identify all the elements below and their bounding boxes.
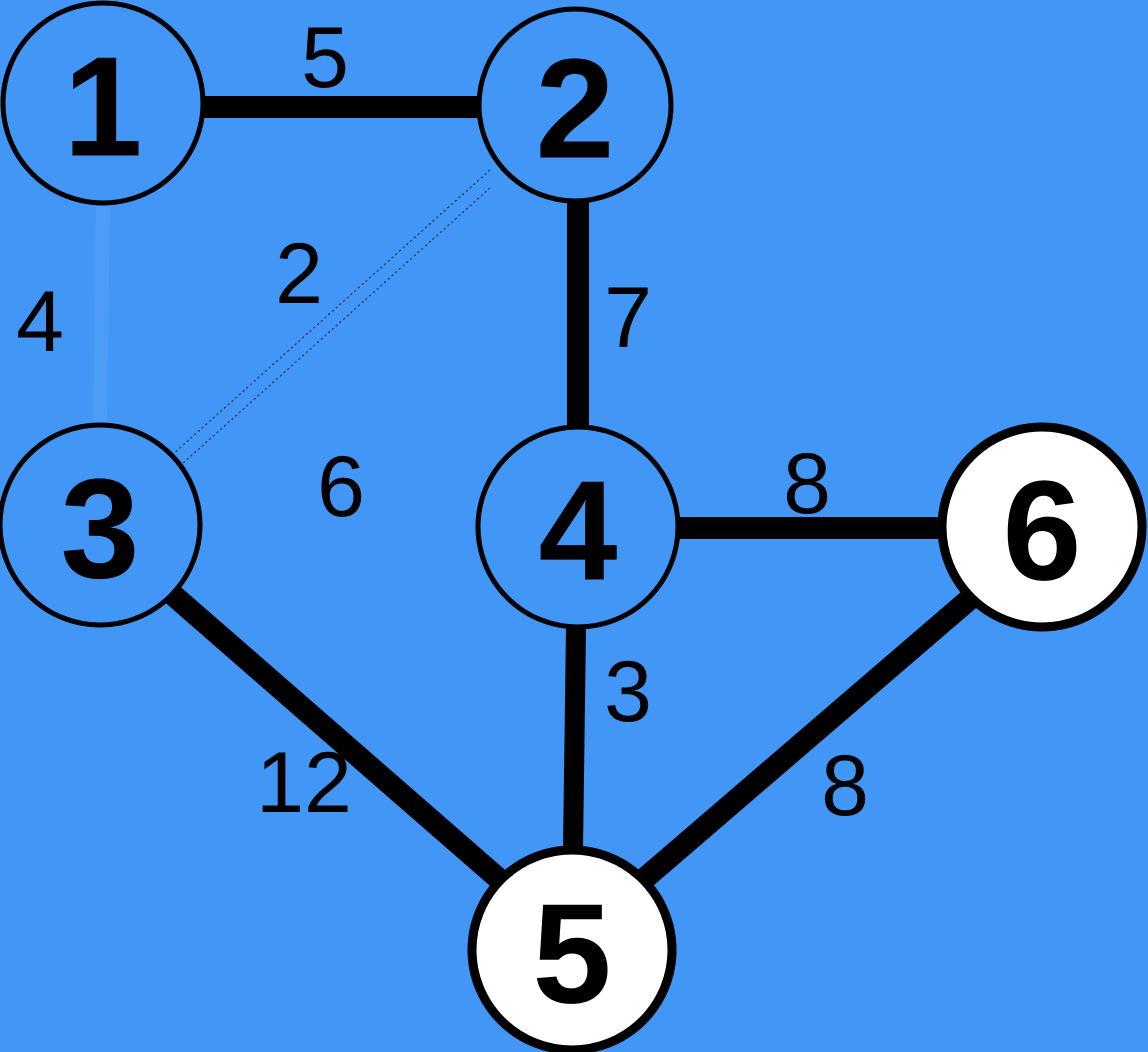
edge-line (164, 585, 508, 889)
edge-weight-label: 8 (821, 738, 869, 834)
edge-weight-label: 4 (16, 274, 64, 370)
node-2[interactable]: 2 (476, 6, 674, 204)
edge-weight-label: 8 (783, 436, 831, 532)
node-1[interactable]: 1 (0, 0, 206, 206)
node-circle (467, 845, 677, 1052)
edge-3-5[interactable] (164, 585, 508, 889)
edge-5-6[interactable] (635, 588, 980, 889)
edge-4-5[interactable] (563, 626, 586, 851)
edge-weight-label: 2 (275, 226, 323, 322)
edge-2-3[interactable] (171, 169, 491, 474)
node-4[interactable]: 4 (475, 424, 681, 630)
edge-weight-label: 3 (604, 644, 652, 740)
node-circle (476, 6, 674, 204)
edge-layer (93, 96, 980, 889)
node-circle (0, 422, 203, 628)
node-3[interactable]: 3 (0, 422, 203, 628)
edge-1-3[interactable] (93, 202, 110, 426)
edge-line (563, 626, 586, 851)
edge-line (171, 169, 491, 456)
node-circle (0, 0, 206, 206)
node-label: 5 (533, 875, 612, 1034)
edge-line (93, 202, 110, 426)
edge-weight-label: 12 (256, 735, 352, 831)
node-label: 4 (539, 452, 618, 611)
node-circle (937, 422, 1147, 632)
node-6[interactable]: 6 (937, 422, 1147, 632)
node-label: 3 (61, 450, 140, 609)
edge-weight-label: 6 (317, 439, 365, 535)
node-label: 1 (64, 28, 143, 187)
node-5[interactable]: 5 (467, 845, 677, 1052)
node-circle (475, 424, 681, 630)
edge-weight-label: 7 (604, 270, 652, 366)
edge-weight-label: 5 (301, 10, 349, 106)
node-label: 6 (1003, 452, 1082, 611)
edge-line (171, 187, 491, 474)
edge-line (635, 588, 980, 889)
node-label: 2 (536, 30, 615, 189)
